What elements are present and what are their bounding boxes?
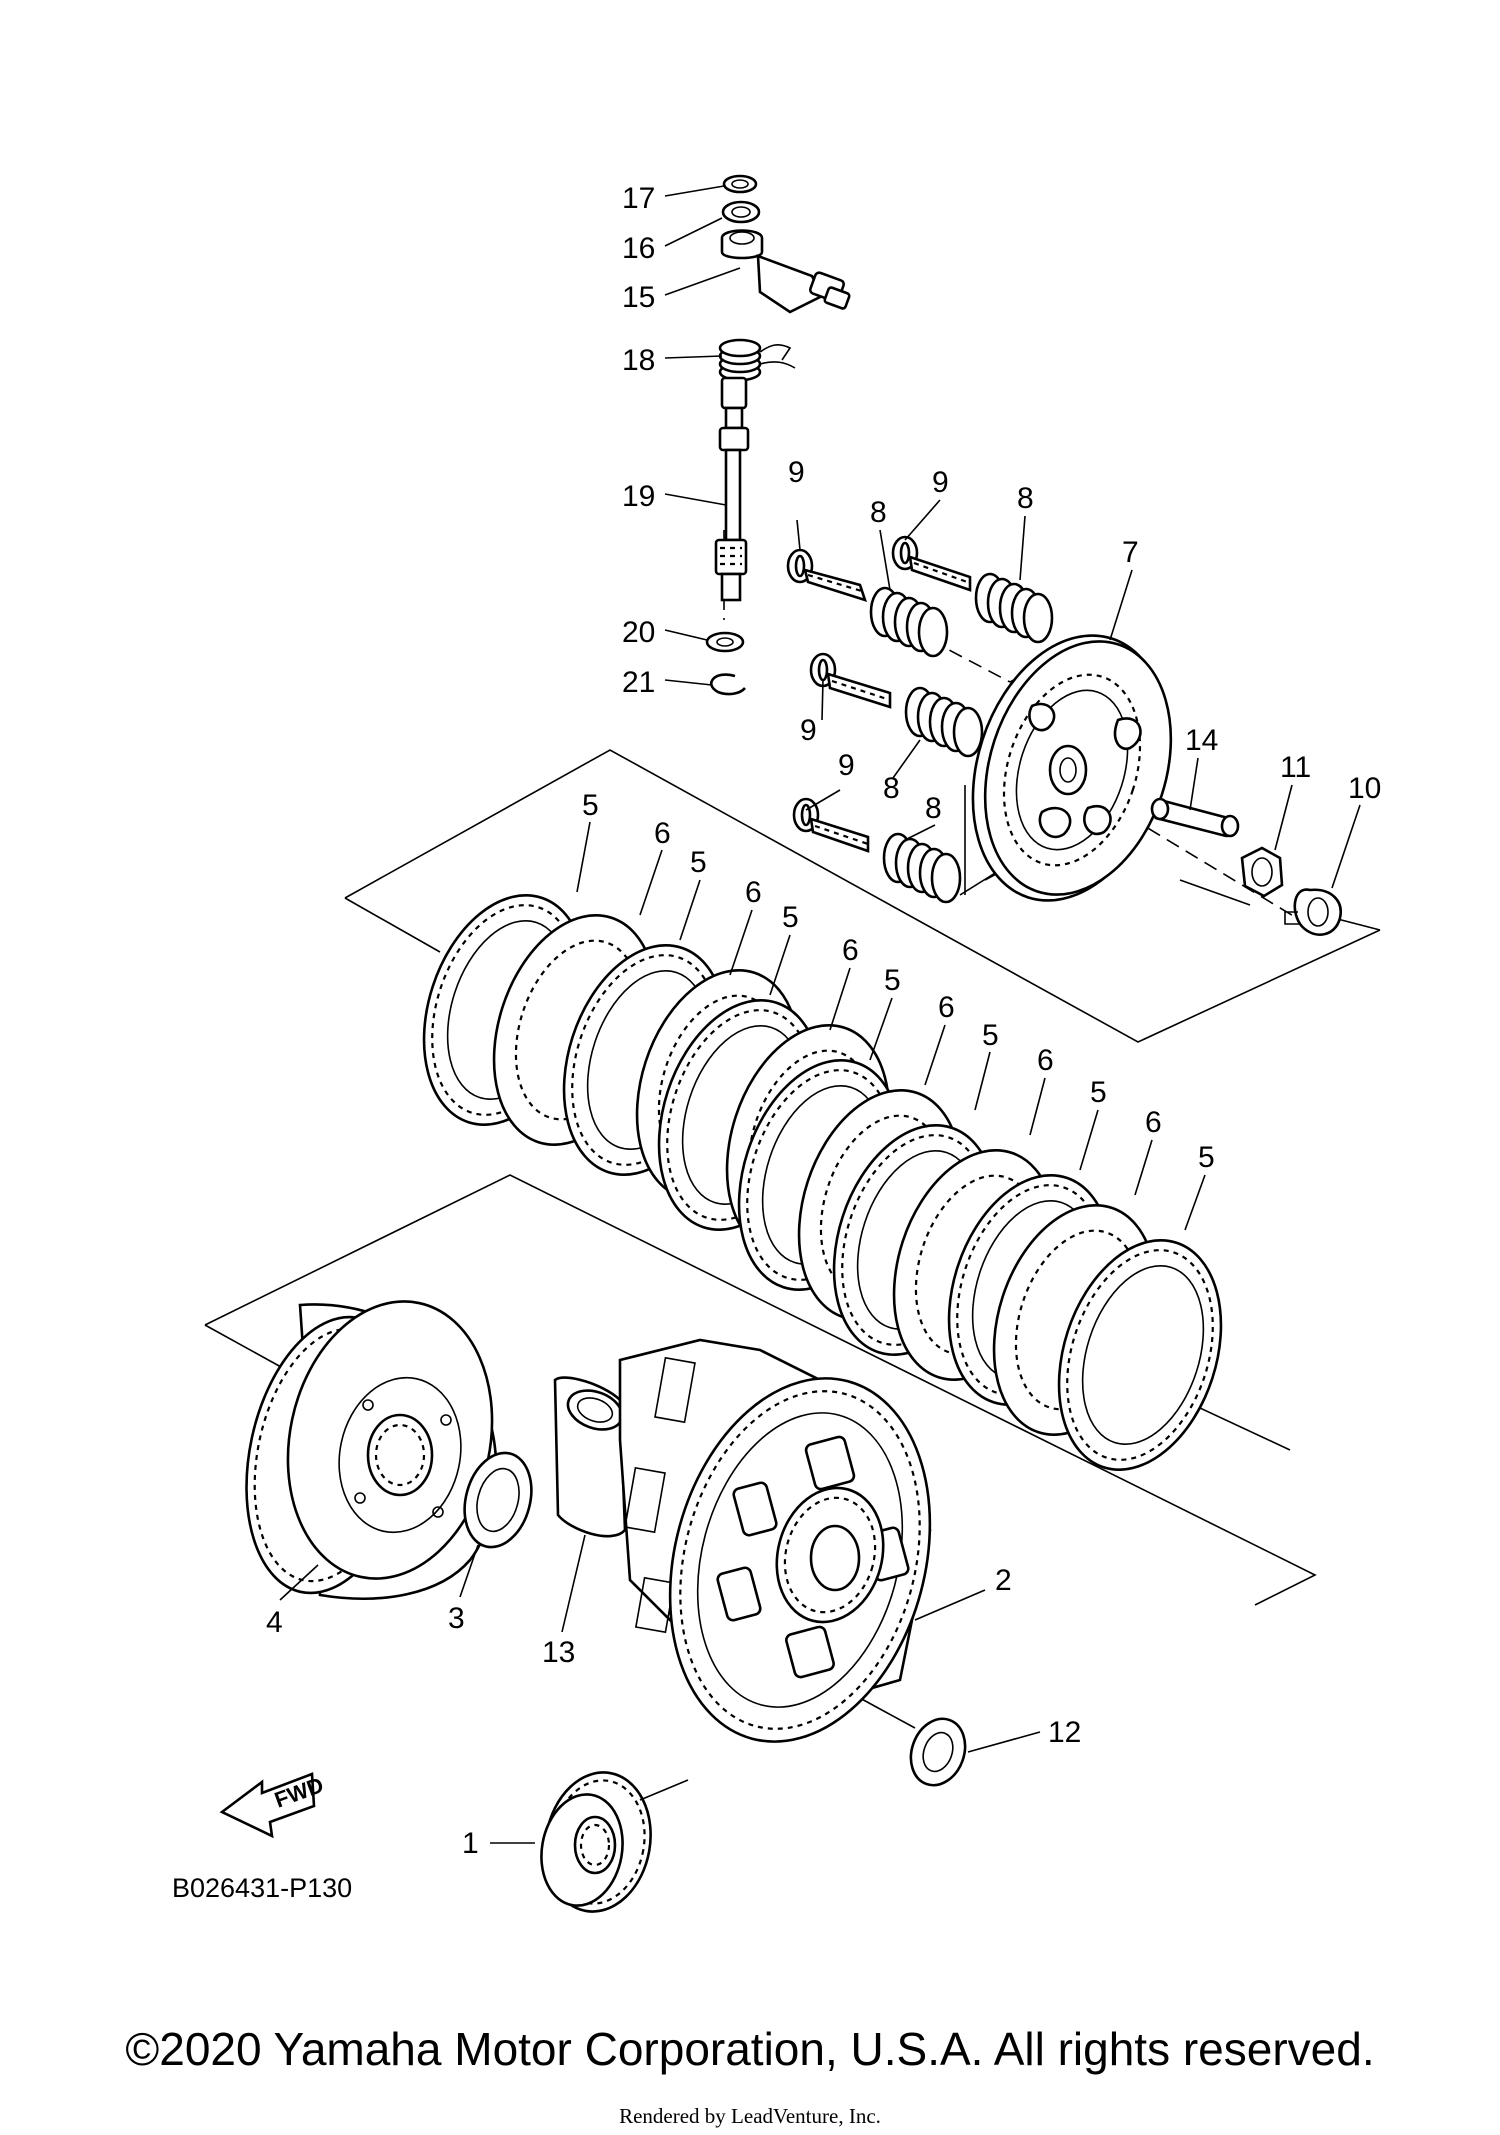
callouts: 17 16 15 18 19 20 21 9 9 9 9 8 8 8 8 7 1… xyxy=(266,182,1381,1860)
washer-20 xyxy=(705,631,745,653)
callout-5-a: 5 xyxy=(582,789,599,822)
primary-drive-gear-1 xyxy=(540,1771,652,1913)
circlip-21 xyxy=(710,673,746,696)
rendered-by-credit: Rendered by LeadVenture, Inc. xyxy=(619,2104,881,2128)
push-lever-15 xyxy=(720,229,851,314)
bolt-9-upper-right xyxy=(891,535,972,592)
callout-10: 10 xyxy=(1348,772,1381,805)
callout-5-d: 5 xyxy=(884,964,901,997)
callout-6-a: 6 xyxy=(654,817,671,850)
callout-21: 21 xyxy=(622,666,655,699)
bearing-13 xyxy=(553,1376,627,1538)
spring-8-upper-left xyxy=(869,586,949,658)
callout-20: 20 xyxy=(622,616,655,649)
lock-washer-10 xyxy=(1284,888,1342,936)
callout-4: 4 xyxy=(266,1606,283,1639)
bolt-9-upper-left xyxy=(786,548,868,603)
callout-5-b: 5 xyxy=(690,846,707,879)
callout-9-a: 9 xyxy=(788,456,805,489)
callout-9-c: 9 xyxy=(800,714,817,747)
push-rod-14 xyxy=(1150,797,1240,838)
spring-18 xyxy=(718,338,796,382)
nut-11 xyxy=(1240,846,1284,898)
callout-5-g: 5 xyxy=(1198,1141,1215,1174)
callout-16: 16 xyxy=(622,232,655,265)
washer-16 xyxy=(721,200,761,224)
plate-stack xyxy=(422,894,1223,1471)
callout-11: 11 xyxy=(1280,751,1311,784)
callout-8-d: 8 xyxy=(925,792,942,825)
callout-3: 3 xyxy=(448,1602,465,1635)
circlip-17 xyxy=(722,174,758,194)
callout-9-d: 9 xyxy=(838,749,855,782)
callout-18: 18 xyxy=(622,344,655,377)
callout-5-e: 5 xyxy=(982,1019,999,1052)
spring-8-upper-right xyxy=(974,572,1054,644)
callout-14: 14 xyxy=(1185,724,1218,757)
callout-8-b: 8 xyxy=(1017,482,1034,515)
spring-8-middle xyxy=(904,686,984,758)
bolt-9-middle xyxy=(809,652,892,709)
washer-12 xyxy=(909,1717,967,1787)
callout-17: 17 xyxy=(622,182,655,215)
copyright-notice: ©2020 Yamaha Motor Corporation, U.S.A. A… xyxy=(125,2023,1375,2075)
callout-leaders xyxy=(279,185,1361,1844)
callout-9-b: 9 xyxy=(932,466,949,499)
callout-1: 1 xyxy=(462,1827,479,1860)
callout-6-f: 6 xyxy=(1145,1106,1162,1139)
thrust-washer-3 xyxy=(463,1451,533,1549)
callout-12: 12 xyxy=(1048,1716,1081,1749)
diagram-code: B026431-P130 xyxy=(172,1873,352,1903)
friction-plate-5-7 xyxy=(1057,1239,1223,1471)
callout-5-c: 5 xyxy=(782,901,799,934)
callout-6-b: 6 xyxy=(745,876,762,909)
callout-15: 15 xyxy=(622,281,655,314)
spring-8-lower xyxy=(882,832,962,904)
bolt-9-lower xyxy=(792,797,870,853)
callout-6-e: 6 xyxy=(1037,1044,1054,1077)
push-lever-shaft-19 xyxy=(714,376,750,602)
clutch-housing-2 xyxy=(618,1338,932,1743)
callout-5-f: 5 xyxy=(1090,1076,1107,1109)
fwd-arrow-icon: FWD xyxy=(219,1772,327,1839)
callout-6-c: 6 xyxy=(842,934,859,967)
callout-7: 7 xyxy=(1122,536,1139,569)
callout-13: 13 xyxy=(542,1636,575,1669)
clutch-boss-4 xyxy=(245,1300,498,1600)
pressure-plate-7 xyxy=(971,634,1173,902)
callout-6-d: 6 xyxy=(938,991,955,1024)
callout-2: 2 xyxy=(995,1564,1012,1597)
callout-8-a: 8 xyxy=(870,496,887,529)
callout-19: 19 xyxy=(622,480,655,513)
callout-8-c: 8 xyxy=(883,772,900,805)
